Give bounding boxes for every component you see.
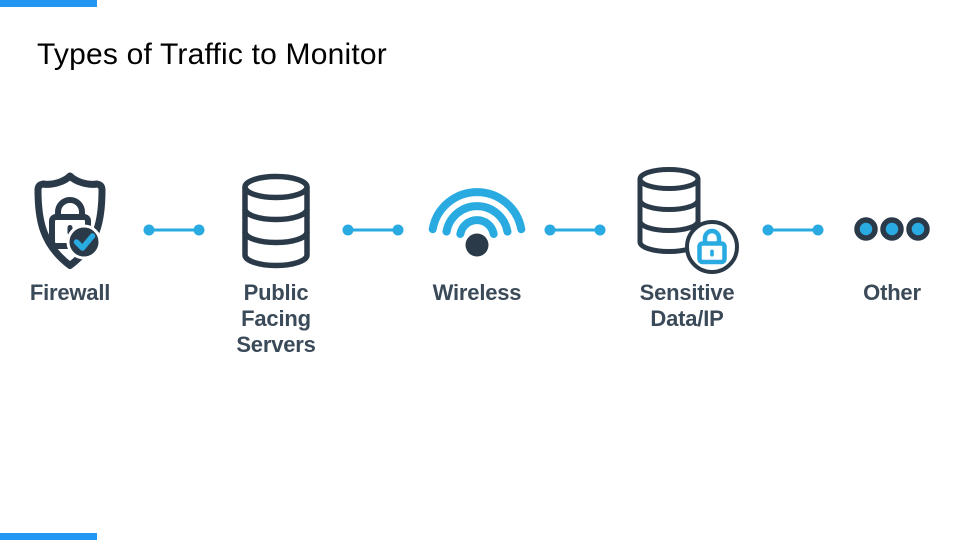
- bottom-left-accent-bar: [0, 533, 97, 540]
- node-label-firewall: Firewall: [29, 280, 111, 305]
- three-dots-icon: [854, 217, 930, 241]
- shield-lock-check-icon: [34, 172, 106, 269]
- connector-line-icon: [762, 224, 824, 236]
- connector-line-icon: [544, 224, 606, 236]
- wifi-icon: [428, 188, 526, 257]
- top-left-accent-bar: [0, 0, 97, 7]
- node-label-public-facing-servers: Public Facing Servers: [236, 280, 316, 357]
- node-label-wireless: Wireless: [432, 280, 522, 305]
- database-lock-icon: [637, 167, 739, 274]
- node-label-other: Other: [863, 280, 921, 305]
- page-title: Types of Traffic to Monitor: [37, 38, 387, 71]
- database-icon: [242, 173, 310, 269]
- connector-line-icon: [342, 224, 404, 236]
- node-label-sensitive-data-ip: Sensitive Data/IP: [639, 280, 735, 331]
- connector-line-icon: [143, 224, 205, 236]
